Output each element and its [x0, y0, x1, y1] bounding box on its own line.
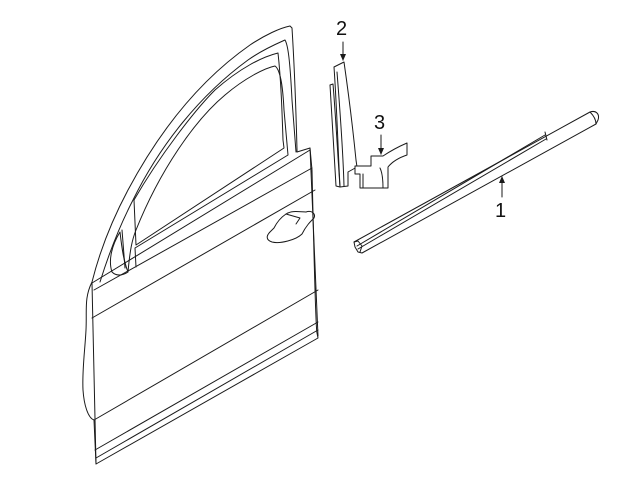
leader-arrow-3: [378, 134, 384, 155]
callout-2: 2: [336, 18, 348, 40]
callout-1: 1: [495, 200, 507, 222]
leader-arrow-2: [340, 41, 346, 61]
callout-3: 3: [374, 112, 386, 134]
leader-arrow-1: [499, 176, 505, 198]
part-1-rocker-molding: [353, 111, 599, 254]
front-door: [82, 25, 319, 465]
part-3-applique: [354, 142, 408, 189]
part-2-applique: [329, 61, 358, 188]
